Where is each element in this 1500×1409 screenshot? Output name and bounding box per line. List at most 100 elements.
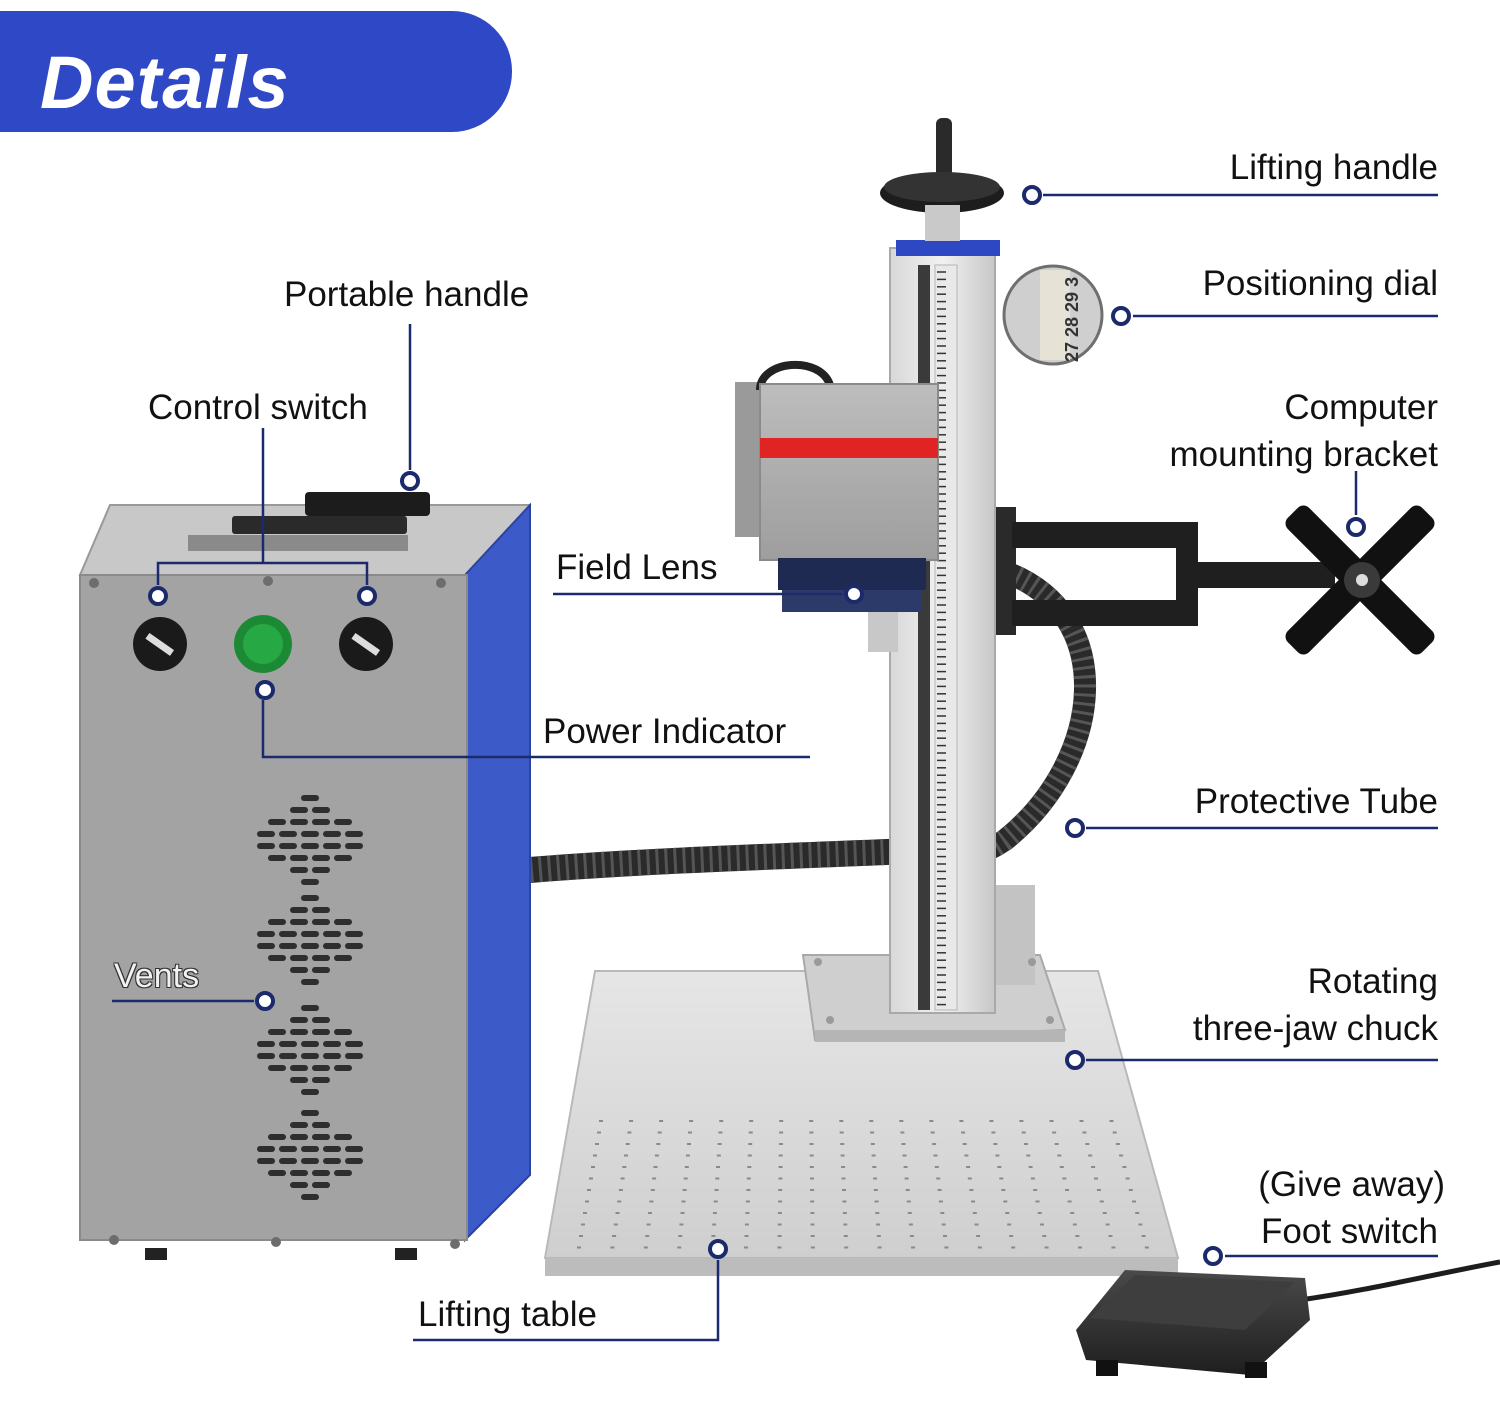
table-hole	[902, 1154, 907, 1157]
lifting-handle	[880, 118, 1004, 241]
label-foot-switch-line1: (Give away)	[1258, 1165, 1445, 1204]
table-hole	[1088, 1154, 1093, 1157]
table-hole	[682, 1189, 687, 1191]
table-hole	[625, 1143, 630, 1145]
table-hole	[778, 1154, 783, 1157]
vent-slot	[279, 1158, 297, 1164]
vent-slot	[257, 1146, 275, 1152]
table-hole	[589, 1177, 593, 1180]
table-hole	[1026, 1154, 1031, 1157]
table-hole	[911, 1246, 915, 1249]
vent-slot	[312, 855, 330, 861]
vent-slot	[268, 1029, 286, 1035]
table-hole	[1059, 1166, 1064, 1168]
vent-slot	[345, 1146, 363, 1152]
table-hole	[591, 1166, 595, 1168]
table-hole	[944, 1246, 949, 1249]
label-computer-bracket-line2: mounting bracket	[1169, 435, 1438, 474]
vent-slot	[345, 831, 363, 837]
vent-slot	[312, 807, 330, 813]
vent-slot	[268, 1065, 286, 1071]
table-hole	[777, 1212, 782, 1214]
vent-slot	[323, 843, 341, 849]
table-hole	[777, 1246, 782, 1249]
table-hole	[649, 1200, 654, 1203]
vent-slot	[290, 907, 308, 913]
vent-slot	[312, 1029, 330, 1035]
vent-slot	[279, 1041, 297, 1047]
table-hole	[870, 1131, 875, 1134]
vent-slot	[301, 979, 319, 985]
vent-slot	[345, 843, 363, 849]
table-hole	[841, 1177, 846, 1180]
vent-slot	[290, 855, 308, 861]
table-hole	[872, 1166, 877, 1168]
table-hole	[593, 1154, 597, 1157]
table-hole	[681, 1200, 686, 1203]
vent-slot	[334, 1170, 352, 1176]
vent-slot	[268, 1170, 286, 1176]
label-foot-switch-line2: Foot switch	[1261, 1212, 1438, 1251]
table-hole	[654, 1154, 659, 1157]
table-hole	[964, 1154, 969, 1157]
table-hole	[1135, 1212, 1140, 1214]
vent-slot	[268, 855, 286, 861]
vent-slot	[290, 1134, 308, 1140]
table-hole	[624, 1154, 628, 1157]
vent-slot	[345, 931, 363, 937]
vent-slot	[279, 831, 297, 837]
label-control-switch: Control switch	[148, 388, 368, 427]
table-hole	[959, 1120, 964, 1122]
vent-slot	[323, 1053, 341, 1059]
table-hole	[932, 1143, 937, 1145]
vent-slot	[268, 819, 286, 825]
vent-slot	[323, 1041, 341, 1047]
table-hole	[747, 1166, 752, 1168]
table-hole	[648, 1212, 652, 1214]
table-hole	[745, 1200, 750, 1203]
table-hole	[810, 1235, 815, 1237]
table-hole	[1082, 1131, 1087, 1134]
table-hole	[999, 1177, 1004, 1180]
label-power-indicator: Power Indicator	[543, 712, 787, 751]
vent-slot	[301, 1110, 319, 1116]
vent-slot	[290, 1029, 308, 1035]
vent-slot	[323, 1146, 341, 1152]
vent-slot	[301, 795, 319, 801]
table-hole	[1003, 1200, 1008, 1203]
table-hole	[873, 1177, 878, 1180]
table-hole	[1132, 1200, 1136, 1203]
vent-slot	[312, 1134, 330, 1140]
vent-slot	[312, 919, 330, 925]
table-hole	[974, 1223, 979, 1226]
table-hole	[579, 1235, 583, 1237]
table-hole	[577, 1246, 581, 1249]
laser-head	[735, 361, 939, 652]
computer-mounting-bracket	[996, 505, 1435, 655]
table-hole	[744, 1235, 749, 1237]
page-title: Details	[40, 41, 290, 124]
table-hole	[876, 1223, 881, 1226]
table-hole	[714, 1189, 719, 1191]
vent-slot	[323, 931, 341, 937]
table-hole	[966, 1166, 971, 1168]
table-hole	[715, 1177, 720, 1180]
table-hole	[585, 1200, 589, 1203]
vent-slot	[301, 943, 319, 949]
table-hole	[934, 1166, 939, 1168]
table-hole	[809, 1131, 814, 1134]
vent-slot	[290, 819, 308, 825]
table-hole	[622, 1166, 627, 1168]
vent-slot	[301, 931, 319, 937]
vent-slot	[290, 807, 308, 813]
vent-slot	[323, 943, 341, 949]
vent-slot	[312, 1017, 330, 1023]
table-hole	[1075, 1235, 1080, 1237]
table-hole	[688, 1131, 692, 1134]
vent-slot	[334, 855, 352, 861]
table-hole	[1091, 1166, 1096, 1168]
vent-slot	[257, 931, 275, 937]
table-hole	[1057, 1154, 1062, 1157]
table-hole	[748, 1131, 753, 1134]
vent-slot	[290, 955, 308, 961]
